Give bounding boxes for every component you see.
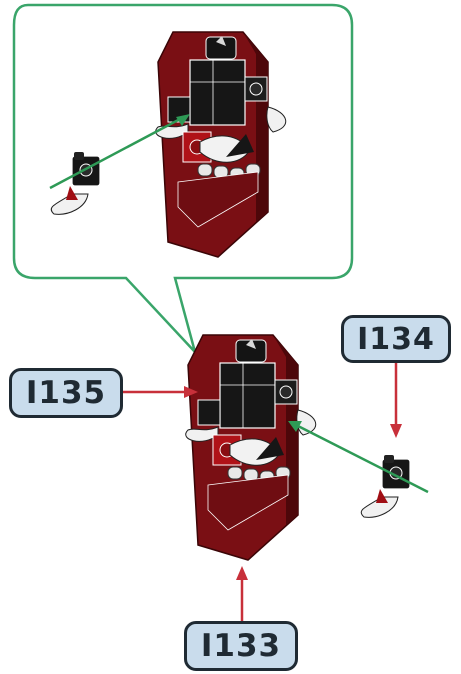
- pin-part-main-image: [361, 455, 410, 517]
- part-label-i133: I133: [184, 621, 298, 671]
- arrowhead-i133: [236, 566, 248, 580]
- robot-main-image: [186, 335, 316, 560]
- part-label-i134: I134: [341, 315, 451, 363]
- arrowhead-i134: [390, 424, 402, 438]
- part-label-i135: I135: [9, 368, 123, 418]
